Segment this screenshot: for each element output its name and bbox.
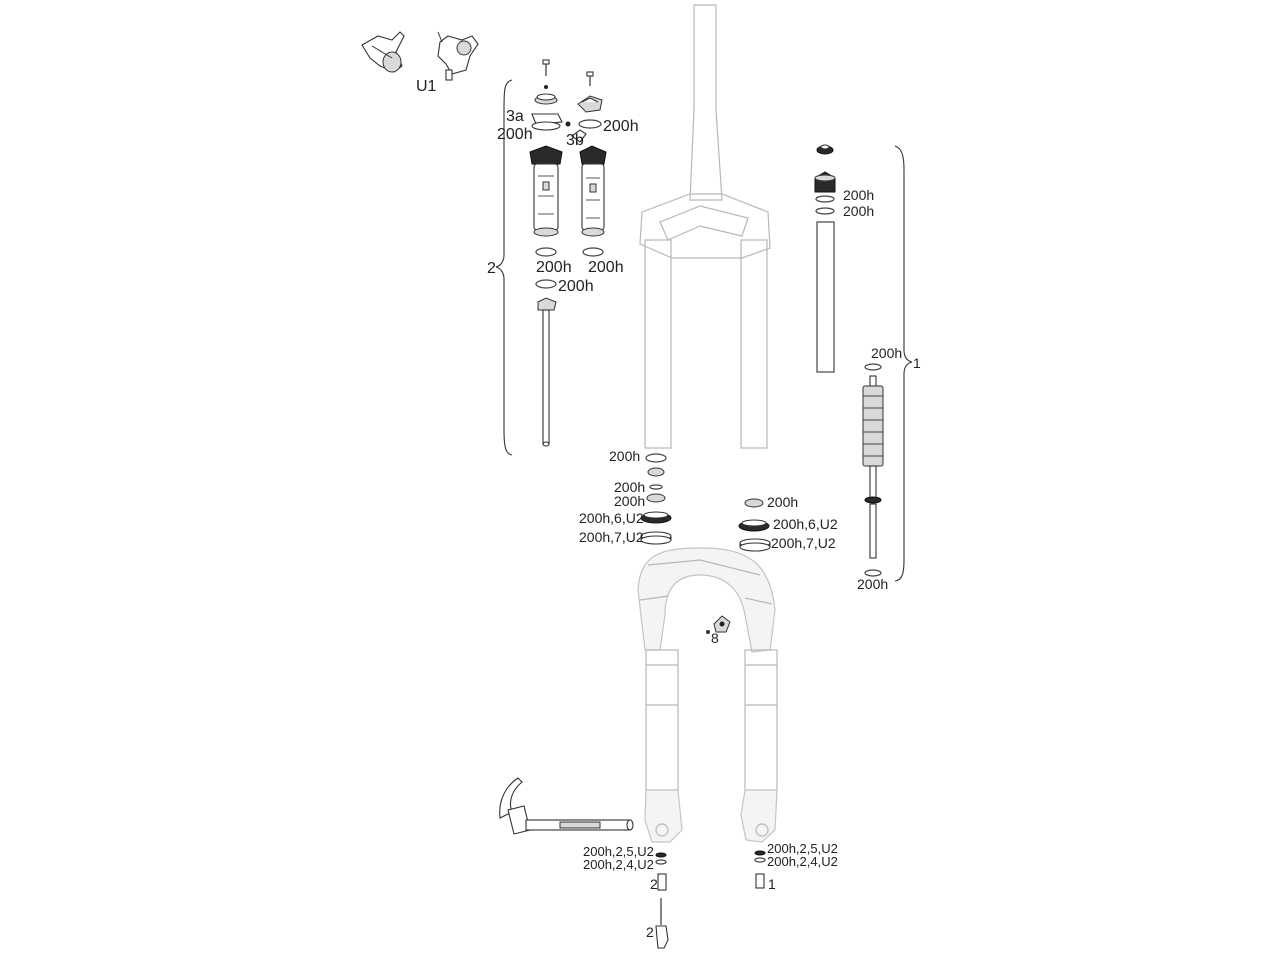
small-ball-2 xyxy=(565,121,571,127)
oring-center-2 xyxy=(649,484,663,490)
label-1-brace: 1 xyxy=(913,355,921,371)
label-2-brace: 2 xyxy=(487,260,496,277)
damper-shaft xyxy=(537,297,557,447)
oring-center-1 xyxy=(645,453,667,463)
oring-lower-left-2 xyxy=(655,859,667,865)
label-200h-l: 200h xyxy=(614,493,645,509)
label-200h-2-4-u2-right: 200h,2,4,U2 xyxy=(767,854,838,869)
label-200h-h: 200h xyxy=(871,345,902,361)
label-200h-f: 200h xyxy=(843,187,874,203)
bolt-lower-left xyxy=(657,873,667,891)
adjuster-knob-right xyxy=(577,95,603,113)
label-200h-j: 200h xyxy=(609,448,640,464)
label-200h-7-u2-right: 200h,7,U2 xyxy=(771,535,836,551)
washer-lower-left-1 xyxy=(655,852,667,858)
label-200h-a: 200h xyxy=(497,126,533,143)
brace-left xyxy=(495,79,513,456)
bushing-left xyxy=(640,531,672,545)
clip-3b xyxy=(571,129,587,143)
foam-ring-left xyxy=(646,493,666,503)
adjuster-knob-left xyxy=(534,93,558,105)
fork-upper-assembly xyxy=(639,4,771,449)
oring-air-1 xyxy=(815,195,835,203)
label-200h-6-u2-left: 200h,6,U2 xyxy=(579,510,644,526)
oring-lower-right-2 xyxy=(754,857,766,863)
thru-axle xyxy=(499,777,634,835)
label-200h-g: 200h xyxy=(843,203,874,219)
oring-mid-right xyxy=(582,247,604,257)
cap-3a xyxy=(531,113,563,131)
label-u1: U1 xyxy=(416,78,437,95)
bushing-right xyxy=(739,538,771,552)
air-spring-shaft xyxy=(862,375,884,559)
label-2-lever: 2 xyxy=(646,924,654,940)
label-1-nut: 1 xyxy=(768,876,776,892)
label-200h-6-u2-right: 200h,6,U2 xyxy=(773,516,838,532)
label-8: 8 xyxy=(711,630,719,646)
label-2-axle: 2 xyxy=(650,876,658,892)
bolt-left xyxy=(542,59,550,76)
top-cap-right xyxy=(816,144,834,155)
valve-part-8 xyxy=(706,615,731,634)
bolt-right xyxy=(586,71,594,86)
air-spring-tube xyxy=(816,221,835,373)
oring-air-2 xyxy=(815,207,835,215)
brace-right xyxy=(894,145,913,582)
washer-center-1 xyxy=(647,467,665,477)
dust-seal-right xyxy=(738,519,770,532)
label-200h-e: 200h xyxy=(558,278,594,295)
rebound-knob-lever xyxy=(655,898,669,949)
damper-cartridge-right xyxy=(579,145,607,237)
small-ball xyxy=(544,85,548,89)
foam-ring-right xyxy=(744,498,764,508)
damper-cartridge-left xyxy=(529,145,563,237)
label-3a: 3a xyxy=(506,108,524,125)
nut-lower-right xyxy=(755,873,765,889)
dust-seal-left xyxy=(640,511,672,524)
label-200h-i: 200h xyxy=(857,576,888,592)
oring-mid-left xyxy=(535,247,557,257)
label-200h-k: 200h xyxy=(614,479,645,495)
label-200h-2-5-u2-right: 200h,2,5,U2 xyxy=(767,841,838,856)
oring-top-right xyxy=(578,119,602,129)
label-200h-2-4-u2-left: 200h,2,4,U2 xyxy=(583,857,654,872)
oring-spring-bottom xyxy=(864,569,882,577)
label-200h-c: 200h xyxy=(536,259,572,276)
oring-spring-top xyxy=(864,363,882,371)
label-200h-d: 200h xyxy=(588,259,624,276)
air-top-cap xyxy=(814,171,836,193)
remote-lever-part-1 xyxy=(361,31,405,73)
label-200h-m: 200h xyxy=(767,494,798,510)
remote-lever-part-2 xyxy=(437,31,479,81)
oring-lower-left xyxy=(535,279,557,289)
label-200h-7-u2-left: 200h,7,U2 xyxy=(579,529,644,545)
label-3b: 3b xyxy=(566,132,584,149)
fork-lower-legs xyxy=(637,547,778,843)
label-200h-2-5-u2-left: 200h,2,5,U2 xyxy=(583,844,654,859)
label-200h-b: 200h xyxy=(603,118,639,135)
washer-lower-right-1 xyxy=(754,850,766,856)
